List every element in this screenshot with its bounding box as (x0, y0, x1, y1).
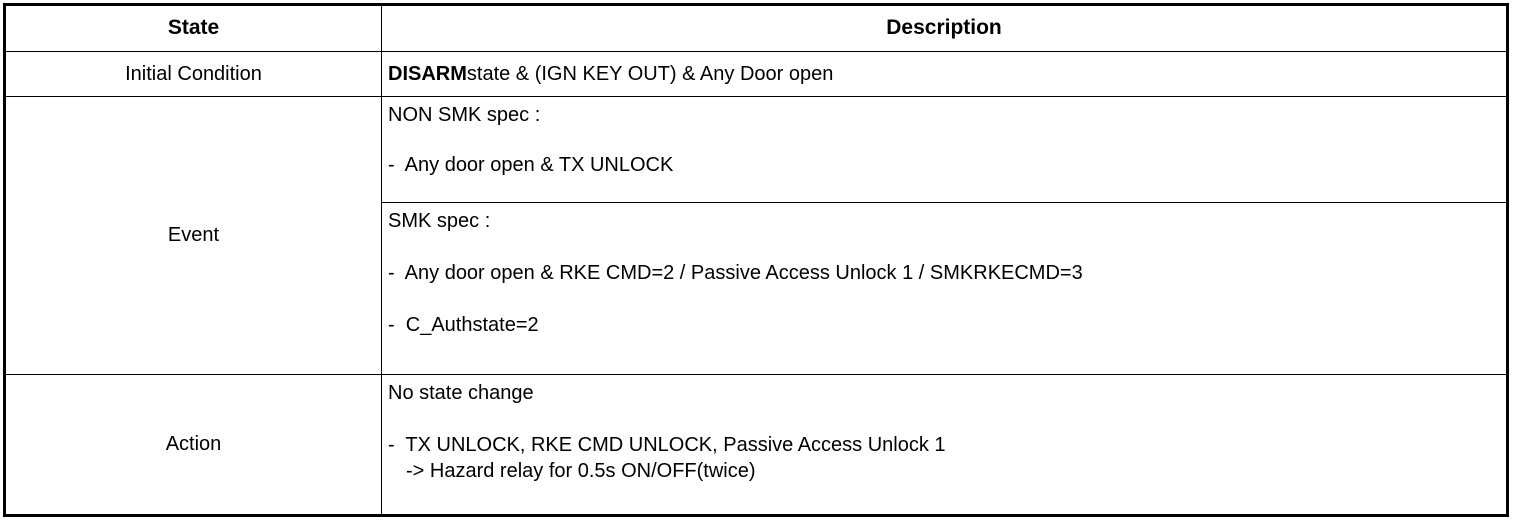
action-line-3: -> Hazard relay for 0.5s ON/OFF(twice) (406, 459, 756, 482)
initial-condition-rest: state & (IGN KEY OUT) & Any Door open (466, 63, 834, 86)
header-state: State (4, 4, 382, 52)
event-subsection-smk: SMK spec : - Any door open & RKE CMD=2 /… (382, 202, 1506, 373)
description-initial-condition: DISARMstate & (IGN KEY OUT) & Any Door o… (381, 50, 1508, 98)
event-subsection-non-smk: NON SMK spec : - Any door open & TX UNLO… (382, 97, 1506, 203)
state-label-action: Action (4, 373, 382, 517)
non-smk-heading: NON SMK spec : (388, 104, 541, 127)
smk-item-1: - Any door open & RKE CMD=2 / Passive Ac… (388, 261, 1083, 284)
table-header-row: State Description (4, 4, 1508, 52)
smk-item-2: - C_Authstate=2 (388, 313, 539, 336)
action-line-2: - TX UNLOCK, RKE CMD UNLOCK, Passive Acc… (388, 433, 946, 456)
table-row-event: Event NON SMK spec : - Any door open & T… (4, 96, 1508, 375)
table-row-action: Action No state change - TX UNLOCK, RKE … (4, 373, 1508, 517)
non-smk-item-1: - Any door open & TX UNLOCK (388, 154, 674, 177)
description-event: NON SMK spec : - Any door open & TX UNLO… (381, 96, 1508, 375)
event-non-smk-cell: NON SMK spec : - Any door open & TX UNLO… (382, 97, 1506, 203)
event-subsections-table: NON SMK spec : - Any door open & TX UNLO… (382, 97, 1506, 374)
disarm-keyword: DISARM (388, 63, 467, 86)
table-row-initial-condition: Initial Condition DISARMstate & (IGN KEY… (4, 50, 1508, 98)
initial-condition-line: DISARMstate & (IGN KEY OUT) & Any Door o… (388, 62, 1506, 86)
event-smk-cell: SMK spec : - Any door open & RKE CMD=2 /… (382, 202, 1506, 373)
state-description-table: State Description Initial Condition DISA… (3, 3, 1509, 517)
header-description: Description (381, 4, 1508, 52)
state-label-initial-condition: Initial Condition (4, 50, 382, 98)
smk-heading: SMK spec : (388, 209, 491, 232)
description-action: No state change - TX UNLOCK, RKE CMD UNL… (381, 373, 1508, 517)
action-line-1: No state change (388, 381, 534, 404)
state-label-event: Event (4, 96, 382, 375)
spec-table-container: State Description Initial Condition DISA… (3, 3, 1509, 517)
